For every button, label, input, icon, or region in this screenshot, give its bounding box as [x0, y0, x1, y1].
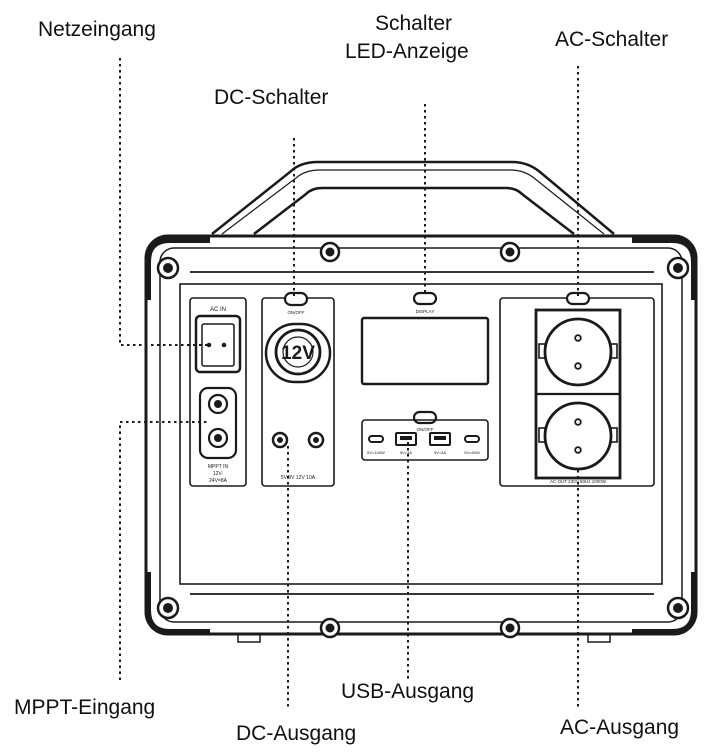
screw-icon — [666, 256, 690, 280]
label-ac-ausgang: AC-Ausgang — [560, 716, 680, 739]
callout-netzeingang — [119, 58, 208, 346]
display-button — [412, 291, 438, 306]
mppt-port-icon — [207, 427, 229, 449]
bumper-top-left — [145, 237, 210, 300]
label-schalter-line1: Schalter — [375, 12, 453, 35]
front-panel — [179, 283, 663, 585]
carry-handle — [211, 160, 615, 235]
ac-socket-icon — [538, 401, 618, 471]
usb-module — [361, 410, 489, 461]
dc-module — [261, 291, 335, 487]
label-usb-ausgang: USB-Ausgang — [341, 680, 475, 703]
ac-in-label: AC IN — [210, 307, 226, 313]
label-ac-schalter: AC-Schalter — [555, 28, 669, 51]
dc-port-icon — [307, 431, 325, 449]
screw-icon — [499, 241, 521, 263]
screw-icon — [499, 617, 521, 639]
usb-port-3: 5V=3A — [434, 450, 446, 455]
usb-port-2: 5V=3A — [400, 450, 412, 455]
screw-icon — [156, 596, 180, 620]
label-mppt-eingang: MPPT-Eingang — [14, 696, 156, 719]
callout-lines — [119, 58, 579, 708]
mppt-text-1: MPPT IN — [208, 464, 229, 470]
screw-icon — [666, 596, 690, 620]
screw-icon — [319, 617, 341, 639]
mppt-port-icon — [207, 393, 229, 415]
bumper-top-right — [632, 237, 697, 300]
usb-port-4: 5V=60W — [464, 450, 480, 455]
usb-switch-button — [412, 410, 438, 425]
label-netzeingang: Netzeingang — [38, 18, 156, 41]
label-schalter-line2: LED-Anzeige — [345, 40, 469, 63]
dc-port-icon — [271, 431, 289, 449]
screw-icon — [319, 241, 341, 263]
bumper-bottom-right — [632, 572, 697, 635]
ac-rating: AC OUT 230V 50Hz 1000W — [550, 479, 607, 484]
usb-a-port-icon — [429, 432, 451, 446]
screw-icon — [156, 256, 180, 280]
usb-c-port-icon — [464, 435, 480, 443]
display-button-text: DISPLAY — [416, 309, 435, 314]
device-body — [144, 234, 698, 636]
usb-c-port-icon — [368, 435, 384, 443]
callout-mppt — [119, 421, 208, 680]
usb-button-text: ON/OFF — [417, 427, 434, 432]
label-dc-schalter: DC-Schalter — [214, 86, 329, 109]
mppt-text-3: 24V=8A — [209, 478, 228, 484]
dc-socket-text: 12V — [281, 343, 315, 364]
led-display — [360, 316, 490, 386]
car-socket-icon — [274, 328, 322, 376]
bumper-bottom-left — [145, 572, 210, 635]
dc-rating: 5V/9V 12V 10A — [281, 475, 316, 481]
mppt-text-2: 12V- — [213, 471, 224, 477]
ac-module — [499, 291, 655, 487]
label-dc-ausgang: DC-Ausgang — [236, 722, 357, 745]
screws — [156, 241, 690, 639]
dc-switch-button — [283, 291, 309, 307]
usb-port-1: 5V=100W — [367, 450, 385, 455]
ac-switch-button — [565, 291, 591, 306]
usb-a-port-icon — [395, 432, 417, 446]
dc-button-text: ON/OFF — [288, 310, 305, 315]
display-module — [360, 291, 490, 386]
ac-in-socket — [194, 314, 242, 374]
ac-socket-icon — [538, 317, 618, 387]
input-module — [189, 297, 247, 487]
